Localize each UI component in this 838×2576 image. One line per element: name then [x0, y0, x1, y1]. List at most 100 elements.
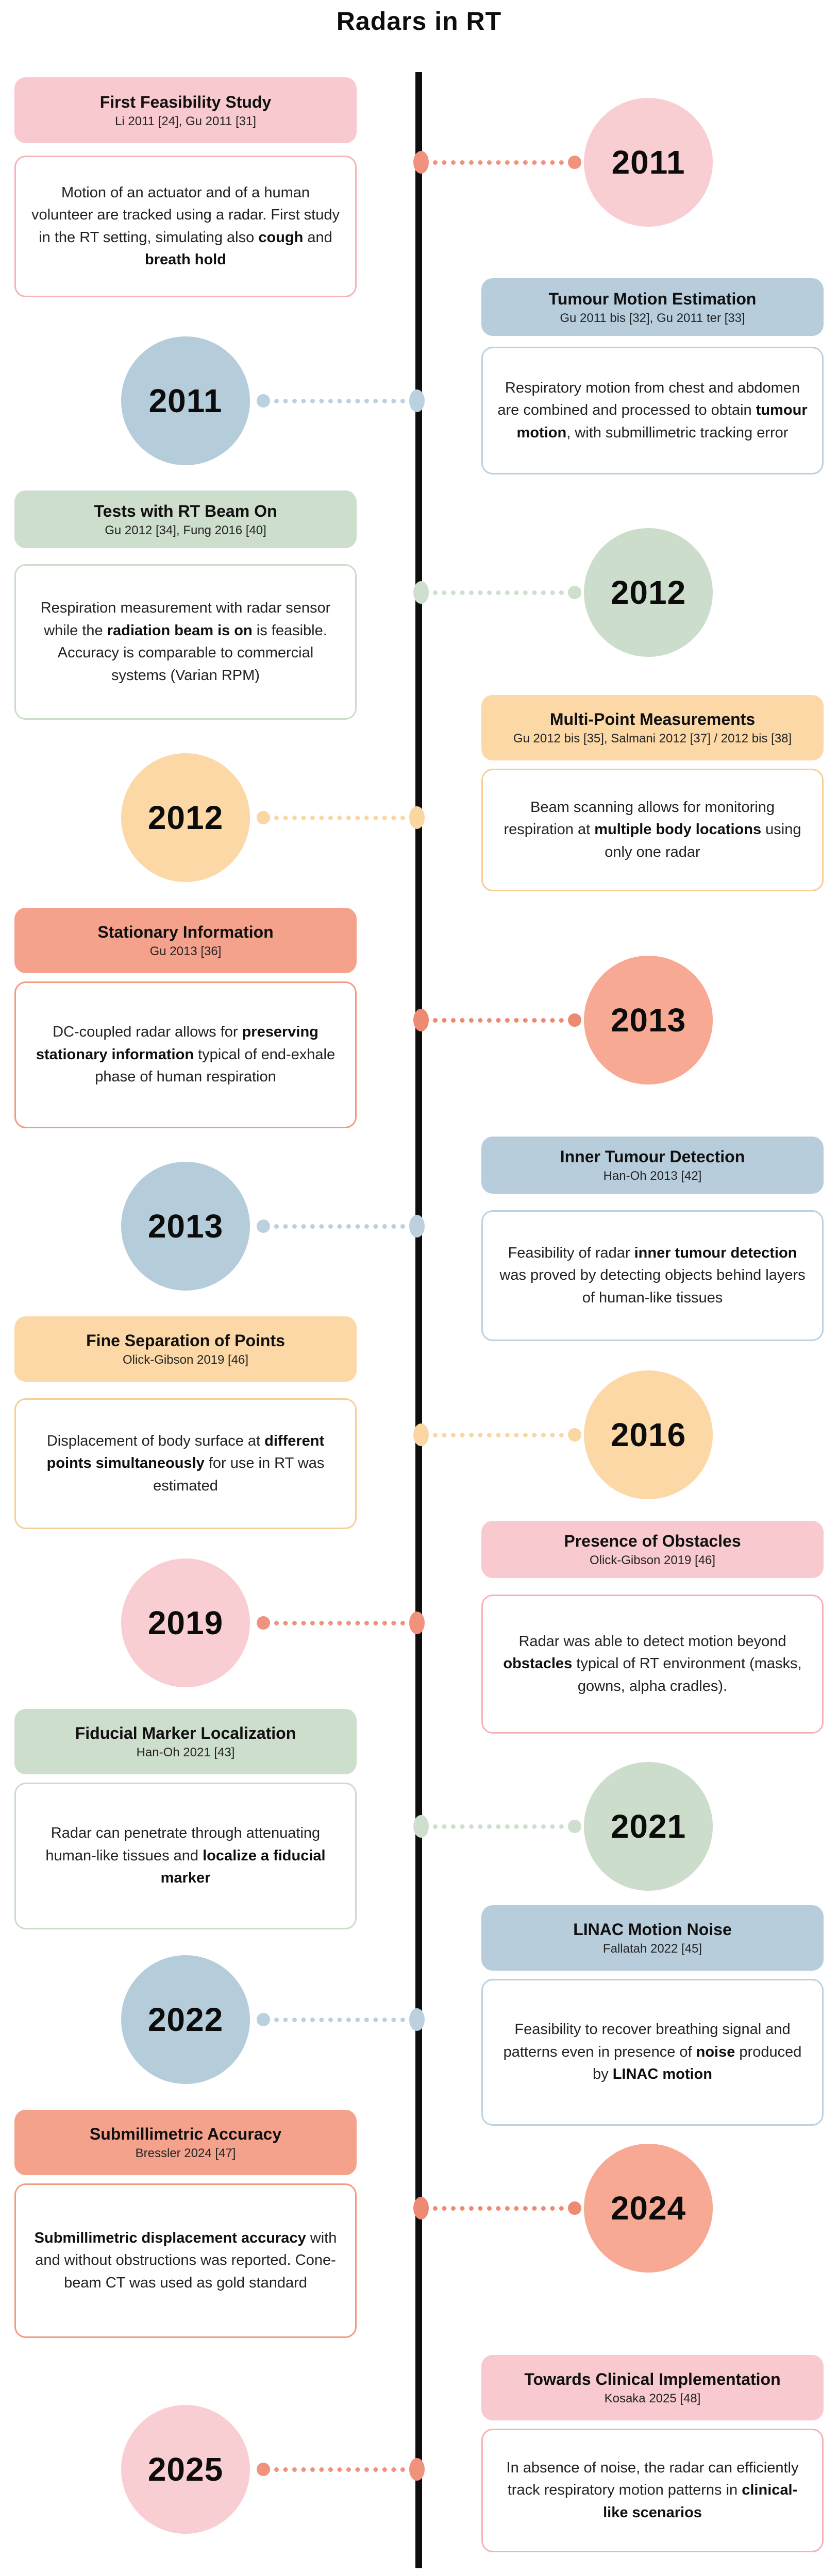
connector-line	[274, 398, 405, 403]
entry-header: Stationary Information Gu 2013 [36]	[14, 908, 357, 973]
entry-title: Stationary Information	[97, 923, 274, 942]
timeline-line	[415, 72, 422, 2568]
entry-header: Presence of Obstacles Olick-Gibson 2019 …	[481, 1521, 824, 1578]
connector-end-dot	[257, 394, 270, 408]
connector-end-dot	[568, 156, 581, 169]
entry-title: Tests with RT Beam On	[94, 501, 277, 520]
entry-body-text: Displacement of body surface at differen…	[46, 1432, 325, 1494]
connector-timeline-dot	[413, 151, 429, 174]
connector-timeline-dot	[409, 1215, 425, 1238]
entry-citation: Han-Oh 2021 [43]	[136, 1745, 235, 1760]
entry-header: LINAC Motion Noise Fallatah 2022 [45]	[481, 1905, 824, 1971]
entry-title: Fiducial Marker Localization	[75, 1724, 296, 1743]
connector-dots	[413, 1423, 581, 1446]
entry-citation: Fallatah 2022 [45]	[602, 1942, 702, 1956]
entry-body: Respiratory motion from chest and abdome…	[481, 347, 824, 474]
entry-citation: Gu 2012 bis [35], Salmani 2012 [37] / 20…	[513, 732, 792, 746]
entry-body: Displacement of body surface at differen…	[14, 1398, 357, 1529]
connector-line	[274, 1620, 405, 1625]
connector-line	[274, 1224, 405, 1229]
connector-end-dot	[257, 1616, 270, 1630]
page-title: Radars in RT	[336, 7, 502, 36]
connector-dots	[257, 2458, 425, 2481]
connector-line	[274, 2467, 405, 2472]
entry-body-text: DC-coupled radar allows for preserving s…	[36, 1024, 336, 1086]
entry-title: Presence of Obstacles	[564, 1532, 741, 1551]
connector-end-dot	[257, 2463, 270, 2476]
year-circle: 2011	[584, 98, 713, 227]
connector-timeline-dot	[413, 2197, 429, 2219]
year-circle: 2013	[584, 956, 713, 1084]
entry-title: LINAC Motion Noise	[573, 1920, 732, 1939]
connector-end-dot	[257, 2013, 270, 2026]
connector-timeline-dot	[413, 1009, 429, 1031]
year-circle: 2025	[121, 2405, 250, 2534]
connector-dots	[257, 1215, 425, 1238]
entry-body-text: Radar can penetrate through attenuating …	[45, 1825, 326, 1887]
entry-header: First Feasibility Study Li 2011 [24], Gu…	[14, 77, 357, 143]
entry-header: Fiducial Marker Localization Han-Oh 2021…	[14, 1709, 357, 1774]
connector-line	[433, 1432, 564, 1437]
connector-line	[274, 2017, 405, 2022]
connector-dots	[257, 806, 425, 829]
entry-body-text: Motion of an actuator and of a human vol…	[31, 184, 340, 268]
entry-citation: Gu 2012 [34], Fung 2016 [40]	[105, 523, 266, 537]
connector-line	[433, 590, 564, 595]
connector-line	[433, 1824, 564, 1829]
entry-body: Submillimetric displacement accuracy wit…	[14, 2183, 357, 2338]
connector-end-dot	[568, 586, 581, 599]
entry-citation: Han-Oh 2013 [42]	[603, 1169, 702, 1183]
entry-body-text: Feasibility to recover breathing signal …	[503, 2021, 802, 2083]
entry-title: Towards Clinical Implementation	[524, 2370, 781, 2389]
connector-dots	[257, 2008, 425, 2031]
connector-line	[433, 1018, 564, 1023]
connector-line	[274, 815, 405, 820]
connector-end-dot	[568, 1820, 581, 1833]
connector-timeline-dot	[409, 389, 425, 412]
entry-citation: Bressler 2024 [47]	[135, 2146, 236, 2161]
entry-body: Feasibility of radar inner tumour detect…	[481, 1210, 824, 1341]
entry-title: Tumour Motion Estimation	[548, 289, 757, 308]
entry-citation: Li 2011 [24], Gu 2011 [31]	[115, 114, 256, 128]
entry-title: First Feasibility Study	[99, 92, 272, 111]
year-circle: 2024	[584, 2144, 713, 2273]
entry-citation: Olick-Gibson 2019 [46]	[589, 1553, 716, 1568]
entry-title: Multi-Point Measurements	[549, 710, 756, 729]
entry-citation: Gu 2013 [36]	[149, 944, 222, 959]
entry-body: Motion of an actuator and of a human vol…	[14, 156, 357, 297]
entry-citation: Olick-Gibson 2019 [46]	[122, 1353, 249, 1367]
entry-body-text: Submillimetric displacement accuracy wit…	[34, 2229, 337, 2291]
entry-body-text: Respiration measurement with radar senso…	[40, 600, 331, 684]
connector-dots	[413, 151, 581, 174]
entry-body: Radar was able to detect motion beyond o…	[481, 1595, 824, 1734]
entry-header: Towards Clinical Implementation Kosaka 2…	[481, 2355, 824, 2420]
year-circle: 2021	[584, 1762, 713, 1891]
entry-header: Tumour Motion Estimation Gu 2011 bis [32…	[481, 278, 824, 336]
connector-timeline-dot	[413, 581, 429, 604]
entry-header: Fine Separation of Points Olick-Gibson 2…	[14, 1316, 357, 1382]
entry-header: Submillimetric Accuracy Bressler 2024 [4…	[14, 2110, 357, 2175]
connector-dots	[257, 1612, 425, 1634]
entry-citation: Kosaka 2025 [48]	[604, 2392, 701, 2406]
entry-body-text: Radar was able to detect motion beyond o…	[503, 1633, 802, 1694]
year-circle: 2016	[584, 1370, 713, 1499]
year-circle: 2011	[121, 336, 250, 465]
connector-timeline-dot	[409, 806, 425, 829]
connector-timeline-dot	[409, 2008, 425, 2031]
entry-body: Feasibility to recover breathing signal …	[481, 1979, 824, 2126]
year-circle: 2012	[584, 528, 713, 657]
connector-line	[433, 160, 564, 165]
year-circle: 2022	[121, 1955, 250, 2084]
entry-body-text: In absence of noise, the radar can effic…	[506, 2459, 799, 2521]
entry-body: Beam scanning allows for monitoring resp…	[481, 769, 824, 891]
entry-body-text: Respiratory motion from chest and abdome…	[497, 379, 808, 441]
connector-end-dot	[568, 1428, 581, 1442]
connector-end-dot	[568, 2201, 581, 2215]
connector-end-dot	[568, 1013, 581, 1027]
entry-title: Inner Tumour Detection	[560, 1147, 745, 1166]
year-circle: 2019	[121, 1558, 250, 1687]
connector-end-dot	[257, 1219, 270, 1233]
entry-body: DC-coupled radar allows for preserving s…	[14, 981, 357, 1128]
entry-title: Submillimetric Accuracy	[89, 2125, 282, 2144]
